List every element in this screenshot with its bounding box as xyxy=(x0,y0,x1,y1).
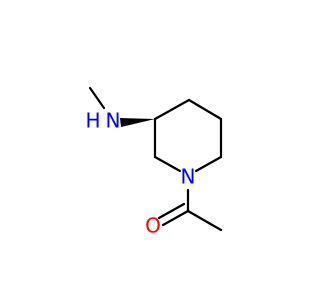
carbonyl-oxygen-label: O xyxy=(145,214,161,238)
ring-nitrogen-label: N xyxy=(181,165,196,189)
amine-nitrogen-label: N xyxy=(106,109,121,133)
bond-carbonyl-o-1 xyxy=(161,209,190,227)
bond-c3-c4 xyxy=(153,98,191,121)
bond-c6-n1 xyxy=(194,155,223,173)
bond-methyl-n xyxy=(88,86,106,110)
amine-hydrogen-label: H xyxy=(85,109,100,133)
bond-wedge xyxy=(120,118,155,127)
bond-c4-c5 xyxy=(187,98,223,121)
bond-n1-c2 xyxy=(153,155,182,173)
structure-canvas: N H N O xyxy=(85,86,223,238)
molecule-structure: N H N O xyxy=(85,86,223,238)
bond-carbonyl-methyl xyxy=(186,209,223,232)
bond-carbonyl-o-2 xyxy=(157,202,186,220)
